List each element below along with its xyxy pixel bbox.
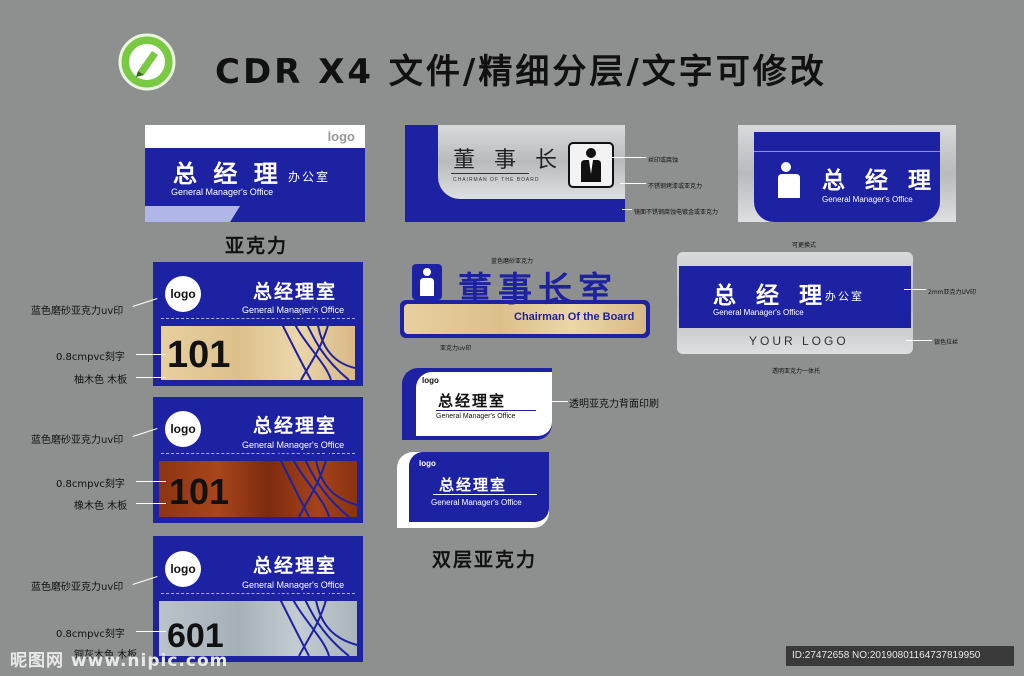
door-sign-label: 柚木色 木板 <box>74 375 128 386</box>
gm-removable-annotation: 透明亚克力一体托 <box>772 368 821 375</box>
door-sign-gray: logo 总经理室 General Manager's Office 601 <box>153 536 363 662</box>
gm-removable-annotation: 银色拉丝 <box>934 339 959 346</box>
chairman-3d-annotation: 亚克力uv印 <box>440 345 472 352</box>
door-sign-logo: logo <box>165 411 201 447</box>
gm-card-caption: 可更换式 <box>792 242 817 249</box>
door-sign-teak: logo 总经理室 General Manager's Office 101 <box>153 262 363 386</box>
person-icon <box>412 264 442 300</box>
gm-removable-suffix: 办公室 <box>825 290 864 303</box>
double-sign-subtitle: General Manager's Office <box>431 498 522 507</box>
door-sign-logo: logo <box>165 551 201 587</box>
door-sign-line-decoration <box>273 587 357 656</box>
chairman-annotation: 镜面不锈钢腐蚀电镀金或亚克力 <box>634 209 719 216</box>
door-sign-title: 总经理室 <box>253 415 338 437</box>
double-sign-subtitle: General Manager's Office <box>436 413 516 420</box>
door-sign-wood-panel: 101 <box>161 312 355 380</box>
door-sign-line-decoration <box>275 312 355 380</box>
door-sign-label: 蓝色磨砂亚克力uv印 <box>31 435 124 446</box>
acrylic-sign: logo 总 经 理 办公室 General Manager's Office <box>145 125 365 222</box>
page-title: CDR X4 文件/精细分层/文字可修改 <box>215 52 827 92</box>
gm-blue-card: 总 经 理 General Manager's Office <box>738 125 956 222</box>
door-sign-label: 蓝色磨砂亚克力uv印 <box>31 306 124 317</box>
chairman-steel-sign: 董 事 长 CHAIRMAN OF THE BOARD <box>405 125 625 222</box>
watermark-right: ID:27472658 NO:20190801164737819950 <box>792 650 981 661</box>
door-sign-wood-panel: 601 <box>159 587 357 656</box>
chairman-annotation: 不锈钢烤漆或亚克力 <box>648 183 703 190</box>
double-sign-title: 总经理室 <box>438 392 507 410</box>
chairman-title: 董 事 长 <box>453 148 563 173</box>
app-logo-icon <box>118 33 176 91</box>
chairman-annotation: 丝印或腐蚀 <box>648 157 679 164</box>
chairman-3d-subtitle: Chairman Of the Board <box>514 311 635 323</box>
door-sign-subtitle: General Manager's Office <box>242 580 345 590</box>
door-sign-title: 总经理室 <box>253 555 338 577</box>
chairman-3d-annotation: 蓝色磨砂亚克力 <box>491 258 534 265</box>
double-layer-sign-1: logo 总经理室 General Manager's Office <box>402 368 552 440</box>
door-sign-line-decoration <box>273 447 357 517</box>
door-sign-label: 0.8cmpvc刻字 <box>56 629 125 640</box>
double-sign-logo: logo <box>422 376 439 385</box>
door-sign-title: 总经理室 <box>253 281 338 303</box>
door-sign-oak: logo 总经理室 General Manager's Office 101 <box>153 397 363 523</box>
door-sign-number: 101 <box>169 471 230 512</box>
door-sign-label: 铜灰木色 木板 <box>74 650 138 661</box>
acrylic-caption: 亚克力 <box>225 235 289 257</box>
sign-title: 总 经 理 <box>173 160 282 188</box>
chairman-3d-title: 董事长室 <box>458 270 618 310</box>
gm-card-subtitle: General Manager's Office <box>822 195 913 204</box>
person-icon <box>568 142 614 188</box>
double-layer-sign-2: logo 总经理室 General Manager's Office <box>397 452 549 528</box>
double-layer-caption: 双层亚克力 <box>432 549 538 571</box>
sign-logo-text: logo <box>327 129 355 144</box>
door-sign-label: 0.8cmpvc刻字 <box>56 352 125 363</box>
double-layer-annotation: 透明亚克力背面印刷 <box>569 399 659 410</box>
door-sign-logo: logo <box>165 276 201 312</box>
double-sign-logo: logo <box>419 459 436 468</box>
gm-removable-logo-text: YOUR LOGO <box>749 334 849 348</box>
gm-removable-annotation: 2mm亚克力UV印 <box>928 289 977 296</box>
gm-removable-title: 总 经 理 <box>713 283 829 309</box>
chairman-subtitle: CHAIRMAN OF THE BOARD <box>453 177 540 183</box>
gm-card-title: 总 经 理 <box>822 168 938 194</box>
watermark-left: 昵图网 www.nipic.com <box>10 651 229 671</box>
gm-removable-subtitle: General Manager's Office <box>713 308 804 317</box>
gm-removable-sign: 总 经 理 办公室 General Manager's Office YOUR … <box>677 252 913 354</box>
double-sign-title: 总经理室 <box>439 476 508 494</box>
person-icon <box>774 160 802 198</box>
sign-subtitle: General Manager's Office <box>171 187 274 197</box>
door-sign-label: 橡木色 木板 <box>74 501 128 512</box>
door-sign-subtitle: General Manager's Office <box>242 305 345 315</box>
door-sign-subtitle: General Manager's Office <box>242 440 345 450</box>
sign-accent-stripe <box>145 206 365 222</box>
sign-suffix: 办公室 <box>288 170 331 184</box>
door-sign-number: 101 <box>167 334 231 376</box>
door-sign-number: 601 <box>167 617 224 655</box>
door-sign-label: 蓝色磨砂亚克力uv印 <box>31 582 124 593</box>
door-sign-label: 0.8cmpvc刻字 <box>56 479 125 490</box>
door-sign-wood-panel: 101 <box>159 447 357 517</box>
chairman-3d-sign: Chairman Of the Board 董事长室 <box>400 262 650 338</box>
